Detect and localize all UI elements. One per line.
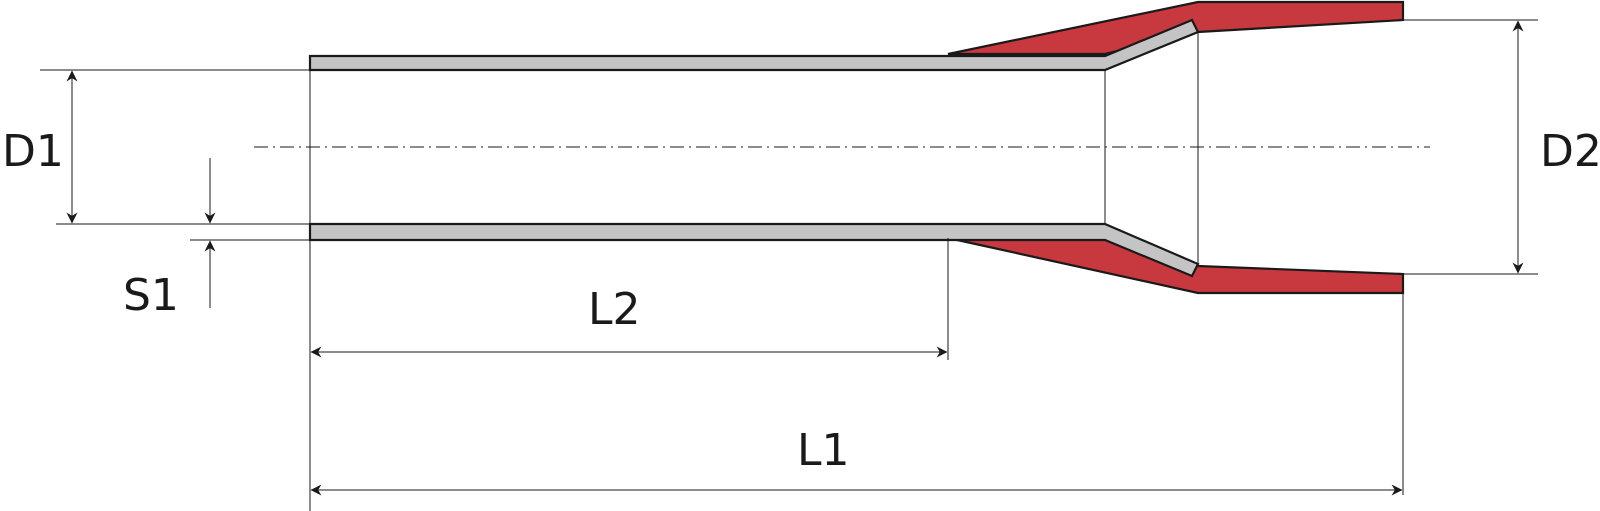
- label-l1: L1: [797, 425, 850, 476]
- label-l2: L2: [588, 284, 641, 335]
- label-s1: S1: [123, 270, 179, 321]
- label-d1: D1: [2, 126, 64, 177]
- label-d2: D2: [1540, 126, 1600, 177]
